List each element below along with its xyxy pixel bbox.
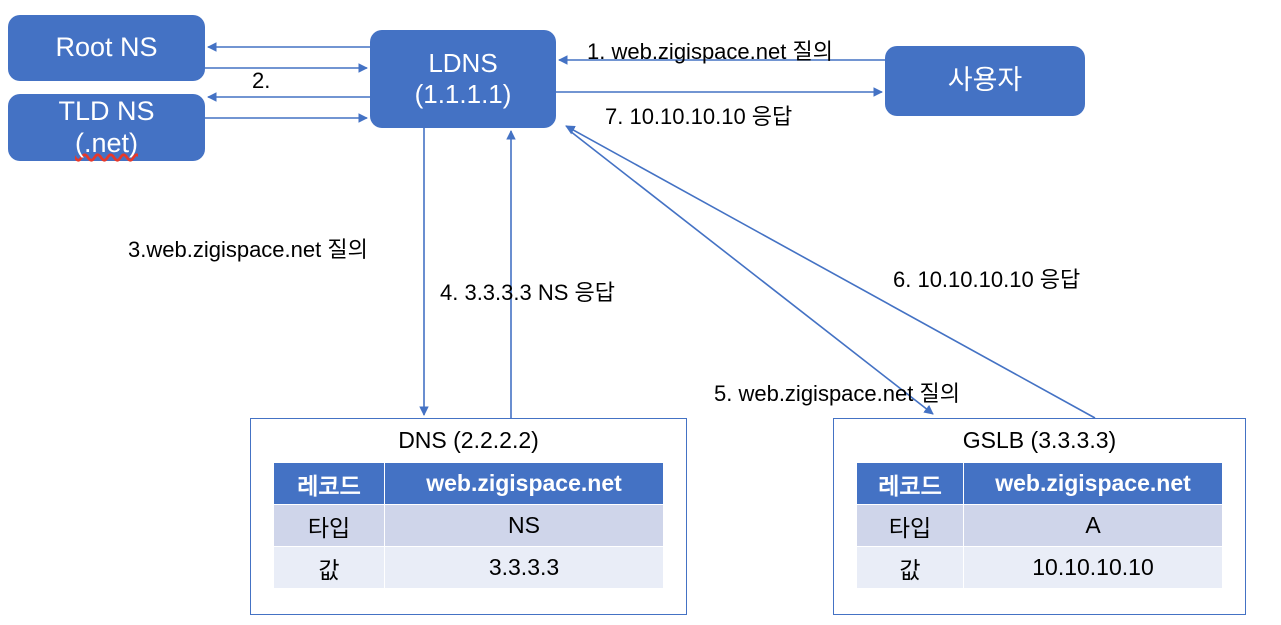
- step-label-3: 3.web.zigispace.net 질의: [128, 237, 368, 262]
- step-label-2: 2.: [252, 68, 271, 93]
- node-tld-ns-label-line2: (.net): [74, 127, 139, 158]
- dns-row-type-key: 타입: [273, 504, 385, 547]
- step-label-1: 1. web.zigispace.net 질의: [587, 39, 833, 64]
- dns-header-record: 레코드: [273, 462, 385, 505]
- node-user-label: 사용자: [947, 65, 1023, 96]
- gslb-row-type-value: A: [963, 504, 1223, 547]
- step-label-5: 5. web.zigispace.net 질의: [714, 381, 960, 406]
- node-tld-ns-label-line1: TLD NS: [58, 95, 155, 126]
- connector-ldns-to-gslb-query: [569, 130, 934, 415]
- table-row: 타입 A: [856, 504, 1223, 547]
- table-row: 값 10.10.10.10: [856, 546, 1223, 589]
- node-root-ns-label: Root NS: [55, 32, 158, 63]
- node-ldns[interactable]: LDNS (1.1.1.1): [370, 30, 556, 128]
- table-row: 값 3.3.3.3: [273, 546, 664, 589]
- dns-row-value-key: 값: [273, 546, 385, 589]
- panel-dns: DNS (2.2.2.2) 레코드 web.zigispace.net 타입 N…: [250, 418, 687, 615]
- node-user[interactable]: 사용자: [885, 46, 1085, 116]
- gslb-row-type-key: 타입: [856, 504, 964, 547]
- dns-row-value-value: 3.3.3.3: [384, 546, 664, 589]
- node-ldns-label-line1: LDNS: [428, 48, 498, 79]
- step-label-7: 7. 10.10.10.10 응답: [605, 104, 793, 129]
- gslb-header-domain: web.zigispace.net: [963, 462, 1223, 505]
- node-ldns-label-line2: (1.1.1.1): [414, 79, 512, 109]
- dns-record-table: 레코드 web.zigispace.net 타입 NS 값 3.3.3.3: [273, 462, 664, 589]
- node-tld-ns[interactable]: TLD NS (.net): [8, 94, 205, 161]
- panel-dns-title: DNS (2.2.2.2): [398, 427, 539, 453]
- dns-header-domain: web.zigispace.net: [384, 462, 664, 505]
- step-label-4: 4. 3.3.3.3 NS 응답: [440, 280, 616, 305]
- gslb-row-value-key: 값: [856, 546, 964, 589]
- table-row: 타입 NS: [273, 504, 664, 547]
- panel-gslb: GSLB (3.3.3.3) 레코드 web.zigispace.net 타입 …: [833, 418, 1246, 615]
- gslb-record-table: 레코드 web.zigispace.net 타입 A 값 10.10.10.10: [856, 462, 1223, 589]
- dns-row-type-value: NS: [384, 504, 664, 547]
- table-header-row: 레코드 web.zigispace.net: [856, 462, 1223, 505]
- panel-gslb-title: GSLB (3.3.3.3): [962, 427, 1117, 453]
- node-root-ns[interactable]: Root NS: [8, 15, 205, 81]
- gslb-row-value-value: 10.10.10.10: [963, 546, 1223, 589]
- step-label-6: 6. 10.10.10.10 응답: [893, 267, 1081, 292]
- gslb-header-record: 레코드: [856, 462, 964, 505]
- table-header-row: 레코드 web.zigispace.net: [273, 462, 664, 505]
